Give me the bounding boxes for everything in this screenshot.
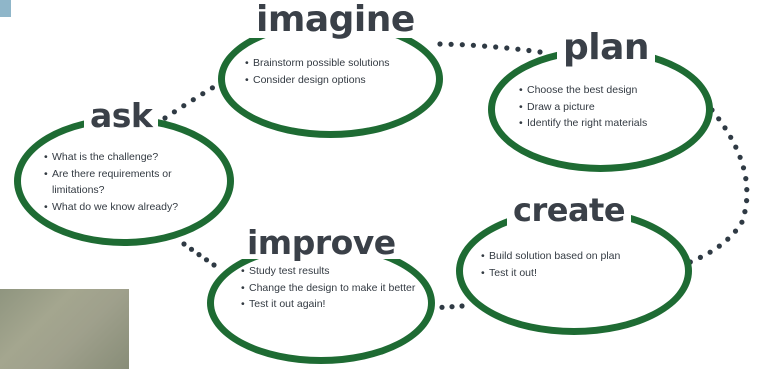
stage-imagine-title: imagine xyxy=(250,2,421,38)
connector-plan-create-dot xyxy=(722,125,728,131)
connector-ask-imagine-dot xyxy=(181,103,187,109)
connector-imagine-plan-dot xyxy=(448,41,454,47)
connector-plan-create-dot xyxy=(740,165,747,171)
stage-plan-bullets: Choose the best design Draw a picture Id… xyxy=(519,82,699,132)
list-item: Draw a picture xyxy=(519,99,699,116)
list-item: What do we know already? xyxy=(44,199,209,216)
connector-improve-ask-dot xyxy=(181,241,187,247)
connector-ask-imagine-dot xyxy=(190,97,196,103)
stage-plan-title: plan xyxy=(557,30,656,66)
connector-plan-create-dot xyxy=(728,134,734,140)
stage-improve-bullets: Study test results Change the design to … xyxy=(241,263,421,313)
connector-ask-imagine-dot xyxy=(171,109,177,115)
connector-ask-imagine-dot xyxy=(209,85,215,91)
list-item: Consider design options xyxy=(245,72,435,89)
connector-imagine-plan-dot xyxy=(526,47,532,54)
stage-create-title: create xyxy=(507,194,632,226)
list-item: What is the challenge? xyxy=(44,149,209,166)
connector-improve-ask-dot xyxy=(203,257,210,263)
corner-tab xyxy=(0,0,11,17)
connector-plan-create-dot xyxy=(742,209,748,215)
stage-imagine-bullets: Brainstorm possible solutions Consider d… xyxy=(245,55,435,88)
connector-create-improve-dot xyxy=(439,304,445,310)
list-item: Study test results xyxy=(241,263,421,280)
connector-plan-create-dot xyxy=(733,144,739,150)
connector-imagine-plan-dot xyxy=(493,44,499,50)
connector-improve-ask-dot xyxy=(196,252,202,258)
connector-imagine-plan-dot xyxy=(482,43,488,49)
connector-create-improve-dot xyxy=(459,303,465,309)
stage-create-bullets: Build solution based on plan Test it out… xyxy=(481,248,671,281)
connector-plan-create-dot xyxy=(737,154,743,160)
list-item: Build solution based on plan xyxy=(481,248,671,265)
list-item: Identify the right materials xyxy=(519,115,699,132)
connector-create-improve-dot xyxy=(449,304,455,310)
connector-plan-create-dot xyxy=(743,176,749,182)
connector-plan-create-dot xyxy=(732,228,739,234)
connector-ask-imagine-dot xyxy=(162,115,168,121)
connector-plan-create-dot xyxy=(716,243,722,249)
stage-improve-title: improve xyxy=(241,226,402,259)
connector-plan-create-dot xyxy=(739,219,745,225)
photo-fragment xyxy=(0,289,129,369)
list-item: Test it out! xyxy=(481,265,671,282)
connector-imagine-plan-dot xyxy=(515,46,521,52)
connector-imagine-plan-dot xyxy=(459,42,465,48)
list-item: Choose the best design xyxy=(519,82,699,99)
connector-improve-ask-dot xyxy=(188,246,195,252)
list-item: Brainstorm possible solutions xyxy=(245,55,435,72)
connector-ask-imagine-dot xyxy=(200,91,206,97)
connector-improve-ask-dot xyxy=(211,262,217,268)
connector-plan-create-dot xyxy=(725,236,731,242)
connector-imagine-plan-dot xyxy=(437,41,443,47)
list-item: Change the design to make it better xyxy=(241,280,421,297)
connector-imagine-plan-dot xyxy=(537,49,543,55)
connector-plan-create-dot xyxy=(707,249,713,255)
list-item: Test it out again! xyxy=(241,296,421,313)
connector-plan-create-dot xyxy=(697,254,704,260)
connector-imagine-plan-dot xyxy=(504,45,510,51)
connector-plan-create-dot xyxy=(744,198,750,204)
stage-ask-bullets: What is the challenge? Are there require… xyxy=(44,149,209,215)
stage-ask-title: ask xyxy=(84,99,159,132)
connector-plan-create-dot xyxy=(744,187,750,193)
connector-imagine-plan-dot xyxy=(470,42,476,48)
connector-plan-create-dot xyxy=(716,116,722,122)
list-item: Are there requirements or limitations? xyxy=(44,166,209,199)
